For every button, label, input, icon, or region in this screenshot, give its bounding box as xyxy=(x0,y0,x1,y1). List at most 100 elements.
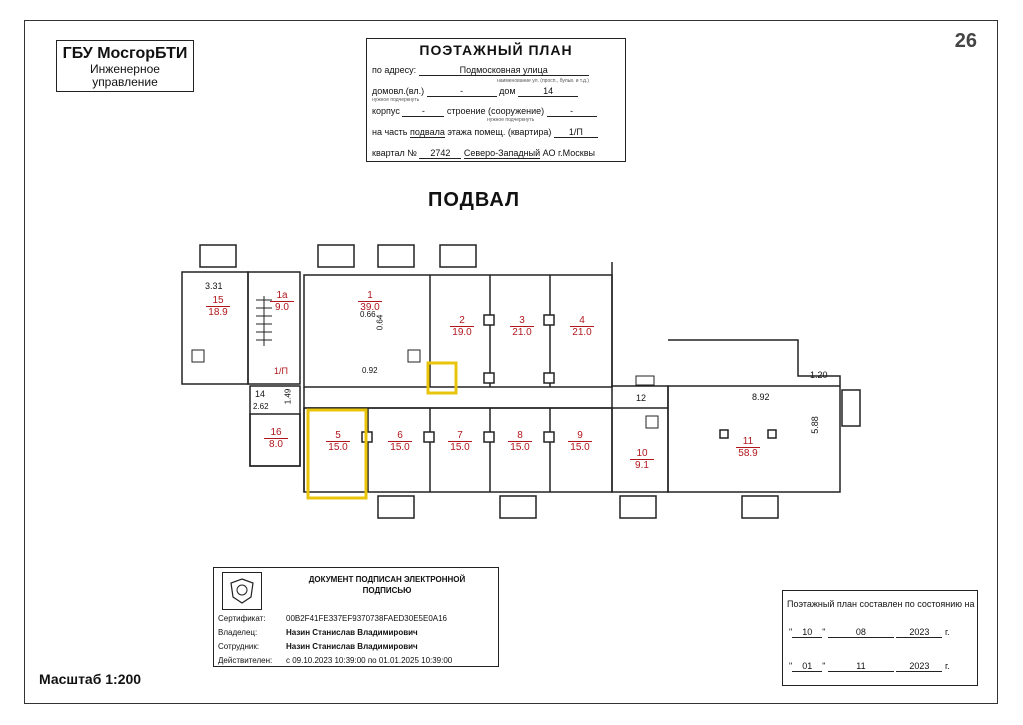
building-label: строение (сооружение) xyxy=(446,106,545,116)
state-box: Поэтажный план составлен по состоянию на… xyxy=(782,590,978,686)
room-number: 9 xyxy=(568,430,592,442)
dim-0.64: 0.64 xyxy=(375,314,385,331)
building-value: - xyxy=(546,106,597,117)
house-label: домовл.(вл.) xyxy=(372,86,425,96)
address-value: Подмосковная улица xyxy=(418,65,589,76)
room-number: 4 xyxy=(570,315,594,327)
organization-subtitle-1: Инженерное xyxy=(90,62,160,76)
floor-title: ПОДВАЛ xyxy=(428,189,521,211)
employee-value: Назин Станислав Владимирович xyxy=(286,642,418,651)
room-number: 7 xyxy=(448,430,472,442)
dim-14: 14 xyxy=(255,389,266,399)
signature-header-1: ДОКУМЕНТ ПОДПИСАН ЭЛЕКТРОННОЙ xyxy=(308,575,466,584)
room-area: 15.0 xyxy=(510,442,530,453)
part-rest: этажа помещ. (квартира) xyxy=(447,127,552,137)
scale-label: Масштаб 1:200 xyxy=(39,671,142,687)
dim-2.62: 2.62 xyxy=(253,402,269,411)
room-number: 1а xyxy=(270,290,294,302)
room-number: 11 xyxy=(736,436,760,448)
room-area: 15.0 xyxy=(328,442,348,453)
state-day-1: 10 xyxy=(792,627,823,638)
page-number: 26 xyxy=(954,30,977,52)
title-heading: ПОЭТАЖНЫЙ ПЛАН xyxy=(419,42,573,58)
room-number: 2 xyxy=(450,315,474,327)
part-value: 1/П xyxy=(553,127,598,138)
room-number: 10 xyxy=(630,448,654,460)
dom-label: дом xyxy=(499,86,516,96)
korpus-value: - xyxy=(402,106,445,117)
ao-label: АО г.Москвы xyxy=(542,148,595,158)
part-underlined: подвала xyxy=(410,127,445,138)
room-number: 5 xyxy=(326,430,350,442)
room-area: 18.9 xyxy=(208,307,228,318)
dim-12: 12 xyxy=(636,393,647,403)
korpus-label: корпус xyxy=(372,106,400,116)
room-area: 15.0 xyxy=(450,442,470,453)
room-area: 9.1 xyxy=(635,460,649,471)
dim-5.88: 5.88 xyxy=(809,416,820,434)
employee-label: Сотрудник: xyxy=(218,642,260,651)
dim-0.66: 0.66 xyxy=(360,310,376,319)
room-area: 21.0 xyxy=(512,327,532,338)
state-year-1: 2023 xyxy=(896,627,943,638)
room-number: 15 xyxy=(206,295,230,307)
dim-3.31: 3.31 xyxy=(205,281,223,291)
room-number: 8 xyxy=(508,430,532,442)
cert-label: Сертификат: xyxy=(218,614,266,623)
address-label: по адресу: xyxy=(372,65,417,75)
room-area: 9.0 xyxy=(275,302,289,313)
room-16-outline xyxy=(249,413,301,467)
room-number: 1 xyxy=(358,290,382,302)
address-hint: наименование ул. (просп., бульв. и т.д.) xyxy=(497,78,589,84)
dim-1.49: 1.49 xyxy=(283,388,293,405)
room-area: 15.0 xyxy=(390,442,410,453)
quarter-label: квартал № xyxy=(372,148,417,158)
state-year-2: 2023 xyxy=(896,661,943,672)
room-number: 16 xyxy=(264,427,288,439)
district-value: Северо-Западный xyxy=(463,148,541,159)
highlight-marks xyxy=(306,361,458,500)
title-block: ПОЭТАЖНЫЙ ПЛАН по адресу: Подмосковная у… xyxy=(366,38,626,162)
organization-name: ГБУ МосгорБТИ xyxy=(62,45,188,62)
valid-label: Действителен: xyxy=(218,656,273,665)
cert-value: 00B2F41FE337EF9370738FAED30E5E0A16 xyxy=(286,614,448,623)
state-g-1: г. xyxy=(944,627,950,637)
dom-value: 14 xyxy=(518,86,579,97)
building-hint: нужное подчеркнуть xyxy=(487,117,535,123)
room-5-highlight xyxy=(306,408,368,500)
page-frame xyxy=(24,20,998,704)
owner-label: Владелец: xyxy=(218,628,258,637)
room-area: 21.0 xyxy=(572,327,592,338)
organization-subtitle-2: управление xyxy=(92,75,158,89)
dim-8.92: 8.92 xyxy=(752,392,770,402)
plan-walls xyxy=(181,244,861,519)
state-month-1: 08 xyxy=(827,627,894,638)
room-area: 15.0 xyxy=(570,442,590,453)
house-value: - xyxy=(426,86,497,97)
house-hint: нужное подчеркнуть xyxy=(372,97,420,103)
room-1a-outline xyxy=(247,271,301,385)
room-number: 3 xyxy=(510,315,534,327)
signature-box: ДОКУМЕНТ ПОДПИСАН ЭЛЕКТРОННОЙ ПОДПИСЬЮ С… xyxy=(213,567,499,667)
dim-0.92: 0.92 xyxy=(362,366,378,375)
room-area: 19.0 xyxy=(452,327,472,338)
signature-header-2: ПОДПИСЬЮ xyxy=(362,586,412,595)
room-area: 39.0 xyxy=(360,302,380,313)
state-month-2: 11 xyxy=(827,661,894,672)
state-g-2: г. xyxy=(944,661,950,671)
room-area: 58.9 xyxy=(738,448,758,459)
label-1p: 1/П xyxy=(274,366,288,376)
part-label: на часть xyxy=(372,127,408,137)
room-number: 6 xyxy=(388,430,412,442)
